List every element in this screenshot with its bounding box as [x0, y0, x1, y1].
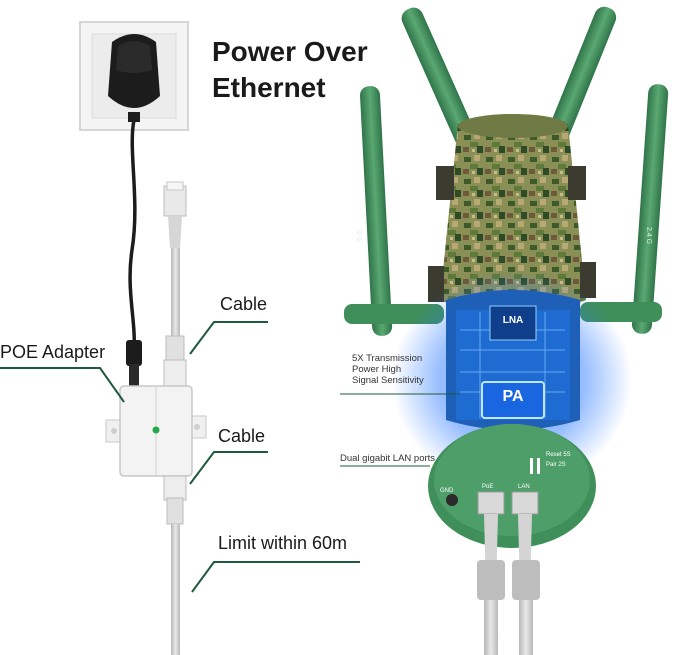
callout-transmission-line-3: Signal Sensitivity — [352, 375, 424, 386]
callout-transmission-line-2: Power High — [352, 364, 402, 375]
antenna-5g-label: 5 G — [357, 229, 365, 242]
power-cord — [126, 119, 142, 386]
callout-lines-left — [0, 321, 360, 593]
lan-port-1 — [477, 491, 505, 515]
wall-socket — [79, 21, 189, 131]
chip-lna-label: LNA — [502, 315, 524, 326]
label-cable-bottom: Cable — [218, 426, 266, 446]
callout-transmission-line-1: 5X Transmission — [352, 353, 423, 364]
ethernet-cable-bottom — [163, 475, 187, 655]
pair-label: Pair 2S — [546, 462, 566, 468]
label-limit: Limit within 60m — [218, 533, 348, 553]
antenna-left-inner — [401, 7, 481, 157]
router-base — [428, 424, 596, 548]
gnd-label: GND — [440, 488, 454, 494]
label-poe-adapter: POE Adapter — [0, 342, 106, 362]
poe-injector-box — [105, 385, 207, 477]
title-line-2: Ethernet — [212, 72, 326, 103]
port-lan-label: LAN — [518, 484, 530, 490]
port-poe-label: PoE — [482, 484, 494, 490]
ethernet-cable-top — [163, 181, 187, 387]
antenna-right-outer — [631, 84, 669, 334]
antenna-right-inner — [541, 6, 617, 158]
callout-transmission: 5X Transmission Power High Signal Sensit… — [352, 353, 424, 386]
power-adapter-plug — [108, 34, 160, 122]
router-body — [428, 114, 596, 315]
callout-lan-ports: Dual gigabit LAN ports — [340, 453, 436, 464]
pcb-cutaway — [392, 270, 632, 490]
reset-label: Reset 5S — [546, 452, 571, 458]
label-cable-top: Cable — [220, 294, 268, 314]
chip-pa-label: PA — [502, 388, 524, 405]
callout-lines-right — [340, 393, 460, 467]
antenna-24g-label: 2.4 G — [645, 226, 653, 245]
title-line-1: Power Over — [212, 36, 368, 67]
page-title: Power Over Ethernet — [212, 34, 368, 106]
lan-cables — [477, 514, 540, 655]
lan-port-2 — [511, 491, 539, 515]
antenna-left-outer — [359, 86, 393, 336]
